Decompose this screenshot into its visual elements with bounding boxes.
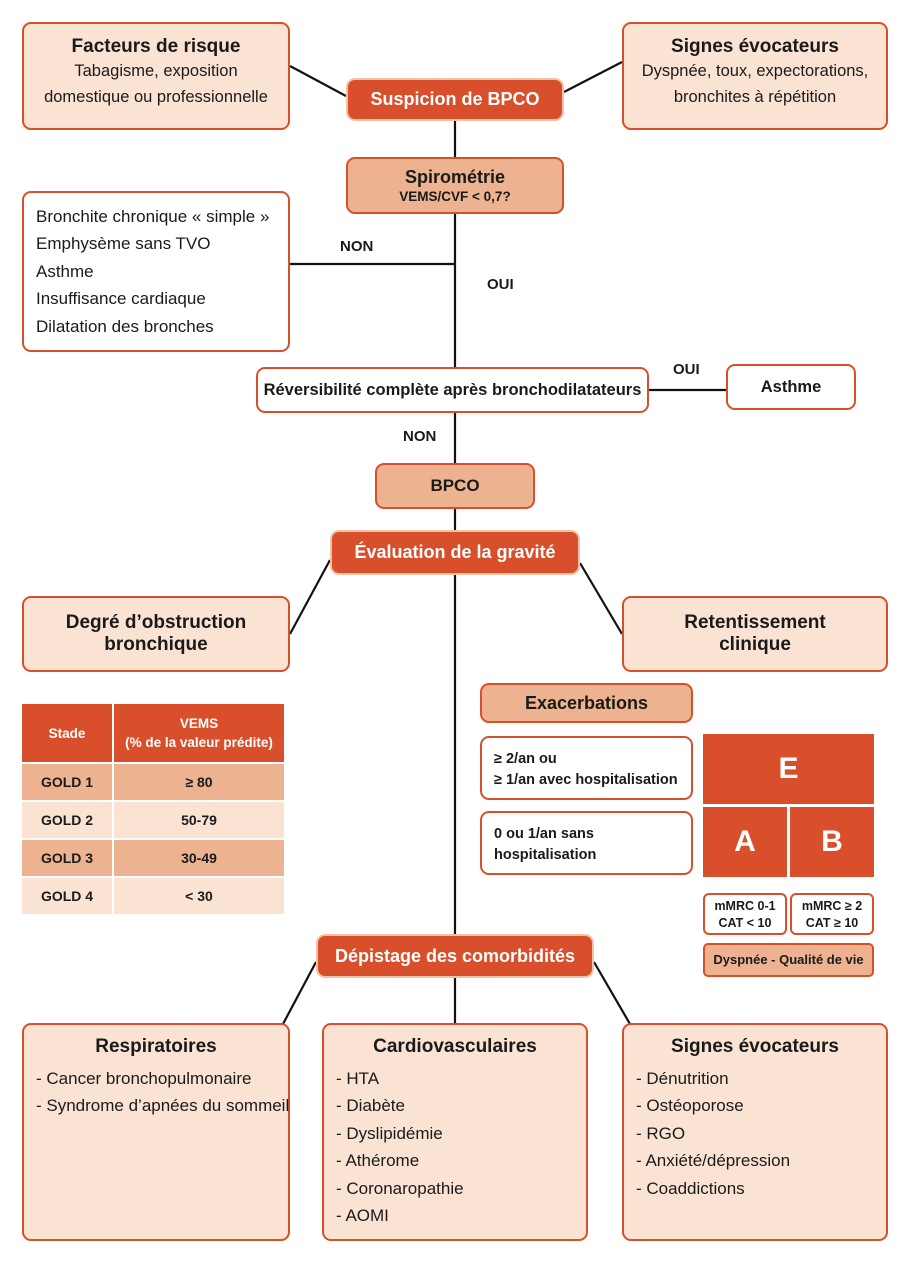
- exacerbations-low-line1: 0 ou 1/an sans: [494, 826, 594, 842]
- group-a-cell: A: [703, 807, 787, 877]
- risk-factors-title: Facteurs de risque: [71, 36, 241, 57]
- reversibility-label: Réversibilité complète après bronchodila…: [263, 381, 642, 399]
- comorbidity-screening-box: Dépistage des comorbidités: [316, 934, 594, 978]
- mmrc-high-line2: CAT ≥ 10: [805, 916, 859, 930]
- gold-fev1: 50-79: [113, 801, 284, 840]
- obstruction-line1: Degré d’obstruction: [65, 612, 247, 633]
- clinical-line1: Retentissement: [684, 612, 826, 633]
- list-item: - Ostéoporose: [636, 1096, 744, 1116]
- spirometry-criterion: VEMS/CVF < 0,7?: [399, 189, 511, 204]
- table-row: GOLD 3 30-49: [22, 839, 284, 878]
- cardiovascular-title: Cardiovasculaires: [373, 1036, 537, 1057]
- exacerbations-box: Exacerbations: [480, 683, 693, 723]
- list-item: - Coronaropathie: [336, 1178, 464, 1198]
- gold-stage: GOLD 1: [22, 763, 114, 802]
- severity-box: Évaluation de la gravité: [330, 530, 580, 575]
- reversibility-box: Réversibilité complète après bronchodila…: [256, 367, 649, 413]
- exacerbations-low-box: 0 ou 1/an sans hospitalisation: [480, 811, 693, 875]
- respiratory-box: Respiratoires - Cancer bronchopulmonaire…: [22, 1023, 290, 1241]
- evocative-signs-top-line2: bronchites à répétition: [673, 88, 837, 106]
- suspicion-box: Suspicion de BPCO: [346, 78, 564, 121]
- spirometry-title: Spirométrie: [404, 167, 506, 187]
- gold-table-header: Stade VEMS (% de la valeur prédite): [22, 704, 284, 764]
- list-item: - Syndrome d’apnées du sommeil: [36, 1096, 290, 1116]
- gold-table: Stade VEMS (% de la valeur prédite) GOLD…: [22, 704, 284, 916]
- comorbidity-screening-label: Dépistage des comorbidités: [334, 946, 576, 966]
- exacerbations-high-line2: ≥ 1/an avec hospitalisation: [494, 772, 678, 788]
- table-row: GOLD 4 < 30: [22, 877, 284, 916]
- obstruction-line2: bronchique: [104, 634, 208, 655]
- mmrc-low-box: mMRC 0-1 CAT < 10: [703, 893, 787, 935]
- differential-item: Dilatation des bronches: [36, 316, 214, 336]
- list-item: - Athérome: [336, 1151, 420, 1171]
- gold-fev1: < 30: [113, 877, 284, 916]
- copd-label: BPCO: [430, 476, 480, 495]
- severity-label: Évaluation de la gravité: [354, 542, 556, 562]
- differential-item: Asthme: [36, 261, 94, 281]
- risk-factors-line2: domestique ou professionnelle: [44, 88, 268, 106]
- differential-item: Insuffisance cardiaque: [36, 289, 206, 309]
- dyspnea-qol-label: Dyspnée - Qualité de vie: [713, 952, 864, 967]
- exacerbations-low-line2: hospitalisation: [494, 847, 597, 863]
- clinical-line2: clinique: [719, 634, 791, 655]
- mmrc-high-box: mMRC ≥ 2 CAT ≥ 10: [790, 893, 874, 935]
- asthma-label: Asthme: [760, 378, 822, 396]
- gold-header-fev1-line1: VEMS: [179, 716, 219, 731]
- exacerbations-title: Exacerbations: [524, 693, 649, 713]
- gold-stage: GOLD 4: [22, 877, 114, 916]
- copd-box: BPCO: [375, 463, 535, 509]
- group-e-cell: E: [703, 734, 874, 804]
- label-oui-spirometry: OUI: [487, 276, 514, 293]
- evocative-signs-top-title: Signes évocateurs: [671, 36, 839, 57]
- table-row: GOLD 1 ≥ 80: [22, 763, 284, 802]
- list-item: - Anxiété/dépression: [636, 1151, 791, 1171]
- label-oui-reversibility: OUI: [673, 361, 700, 378]
- exacerbations-high-box: ≥ 2/an ou ≥ 1/an avec hospitalisation: [480, 736, 693, 800]
- spirometry-box: Spirométrie VEMS/CVF < 0,7?: [346, 157, 564, 214]
- differential-item: Bronchite chronique « simple »: [36, 207, 270, 226]
- evocative-signs-bottom-box: Signes évocateurs - Dénutrition - Ostéop…: [622, 1023, 888, 1241]
- respiratory-title: Respiratoires: [95, 1036, 217, 1057]
- list-item: - Diabète: [336, 1096, 405, 1116]
- differential-diagnosis-box: Bronchite chronique « simple » Emphysème…: [22, 191, 290, 352]
- list-item: - HTA: [336, 1069, 380, 1088]
- gold-stage: GOLD 2: [22, 801, 114, 840]
- list-item: - Dénutrition: [636, 1069, 729, 1088]
- label-non-spirometry: NON: [340, 238, 374, 255]
- risk-factors-line1: Tabagisme, exposition: [74, 62, 238, 80]
- obstruction-box: Degré d’obstruction bronchique: [22, 596, 290, 672]
- table-row: GOLD 2 50-79: [22, 801, 284, 840]
- list-item: - Coaddictions: [636, 1178, 745, 1198]
- gold-header-fev1: VEMS (% de la valeur prédite): [113, 704, 284, 764]
- gold-fev1: ≥ 80: [113, 763, 284, 802]
- group-b-cell: B: [790, 807, 874, 877]
- gold-header-stage: Stade: [22, 704, 114, 764]
- gold-stage: GOLD 3: [22, 839, 114, 878]
- evocative-signs-top-line1: Dyspnée, toux, expectorations,: [641, 62, 869, 80]
- evocative-signs-bottom-title: Signes évocateurs: [671, 1036, 839, 1057]
- clinical-impact-box: Retentissement clinique: [622, 596, 888, 672]
- mmrc-low-line1: mMRC 0-1: [714, 899, 776, 913]
- list-item: - Dyslipidémie: [336, 1123, 443, 1143]
- list-item: - Cancer bronchopulmonaire: [36, 1069, 252, 1088]
- cardiovascular-box: Cardiovasculaires - HTA - Diabète - Dysl…: [322, 1023, 588, 1241]
- list-item: - AOMI: [336, 1206, 389, 1226]
- gold-fev1: 30-49: [113, 839, 284, 878]
- asthma-box: Asthme: [726, 364, 856, 410]
- differential-item: Emphysème sans TVO: [36, 234, 211, 254]
- evocative-signs-top-box: Signes évocateurs Dyspnée, toux, expecto…: [622, 22, 888, 130]
- suspicion-label: Suspicion de BPCO: [370, 89, 540, 109]
- dyspnea-qol-box: Dyspnée - Qualité de vie: [703, 943, 874, 977]
- label-non-reversibility: NON: [403, 428, 437, 445]
- risk-factors-box: Facteurs de risque Tabagisme, exposition…: [22, 22, 290, 130]
- list-item: - RGO: [636, 1123, 686, 1143]
- exacerbations-high-line1: ≥ 2/an ou: [494, 751, 557, 767]
- mmrc-high-line1: mMRC ≥ 2: [801, 899, 863, 913]
- gold-header-fev1-line2: (% de la valeur prédite): [125, 735, 273, 750]
- mmrc-low-line2: CAT < 10: [718, 916, 772, 930]
